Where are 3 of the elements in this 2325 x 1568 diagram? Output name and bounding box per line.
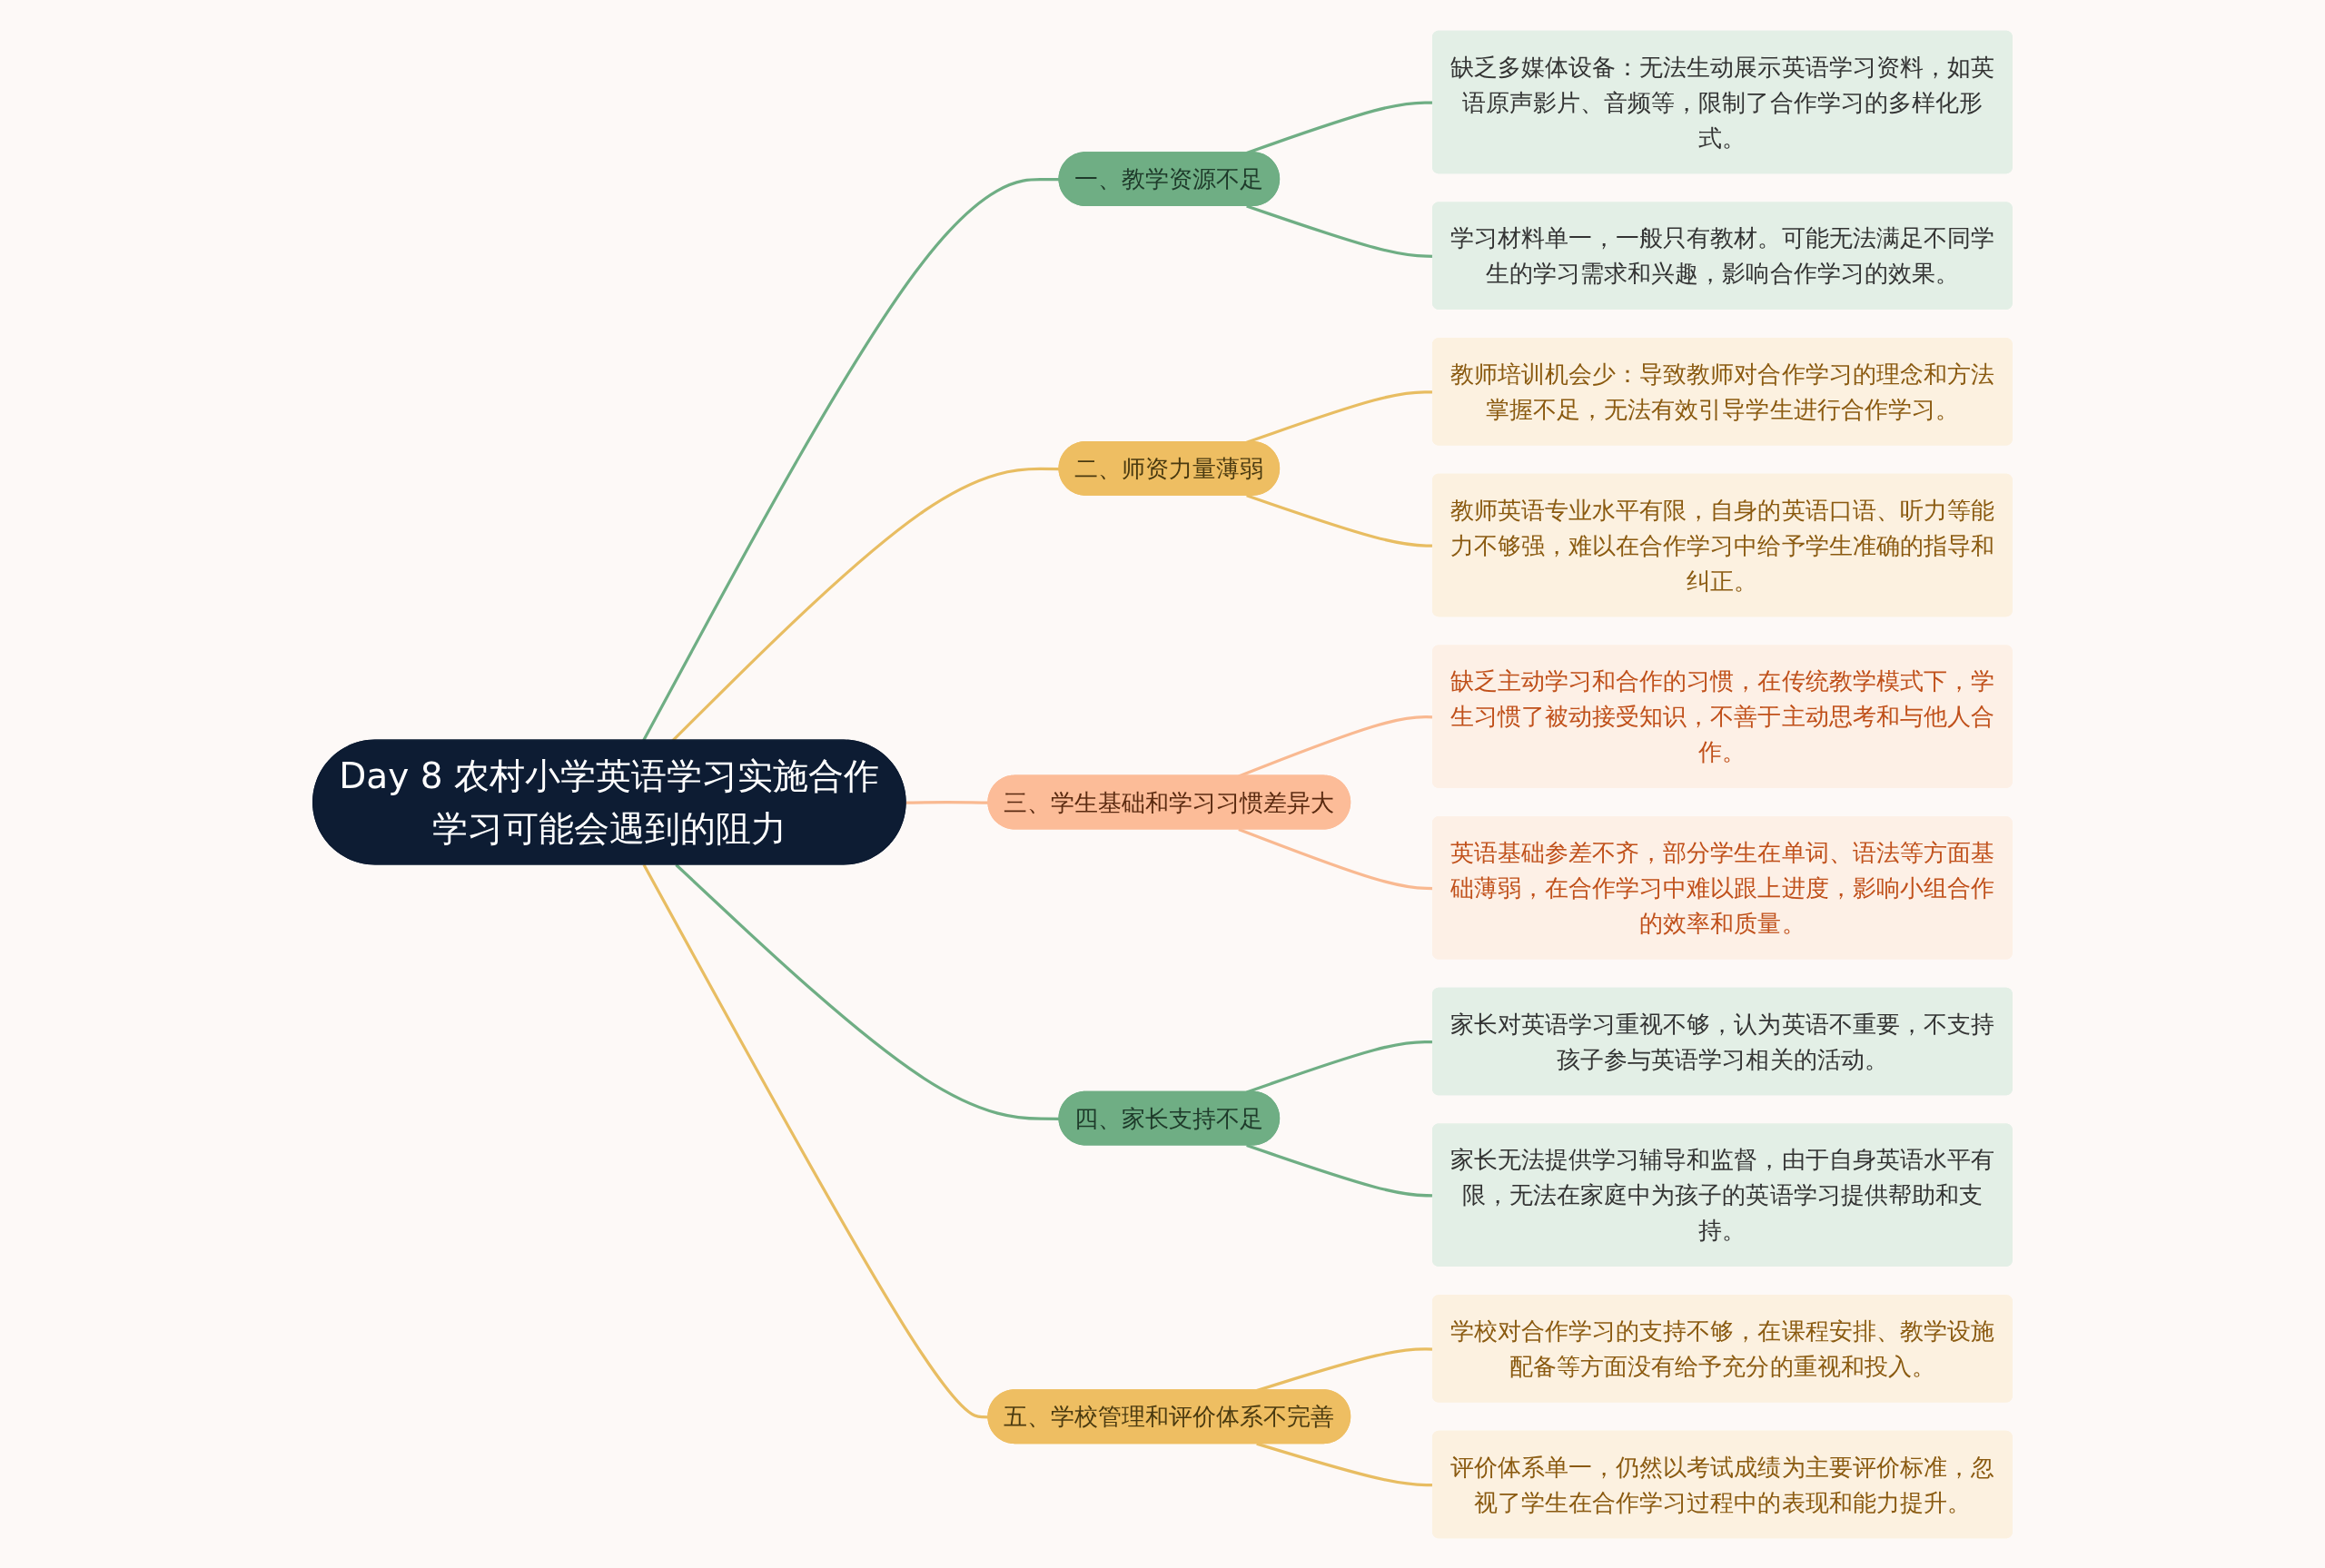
connector bbox=[675, 863, 1060, 1120]
connector bbox=[642, 863, 989, 1418]
connector bbox=[905, 800, 989, 804]
